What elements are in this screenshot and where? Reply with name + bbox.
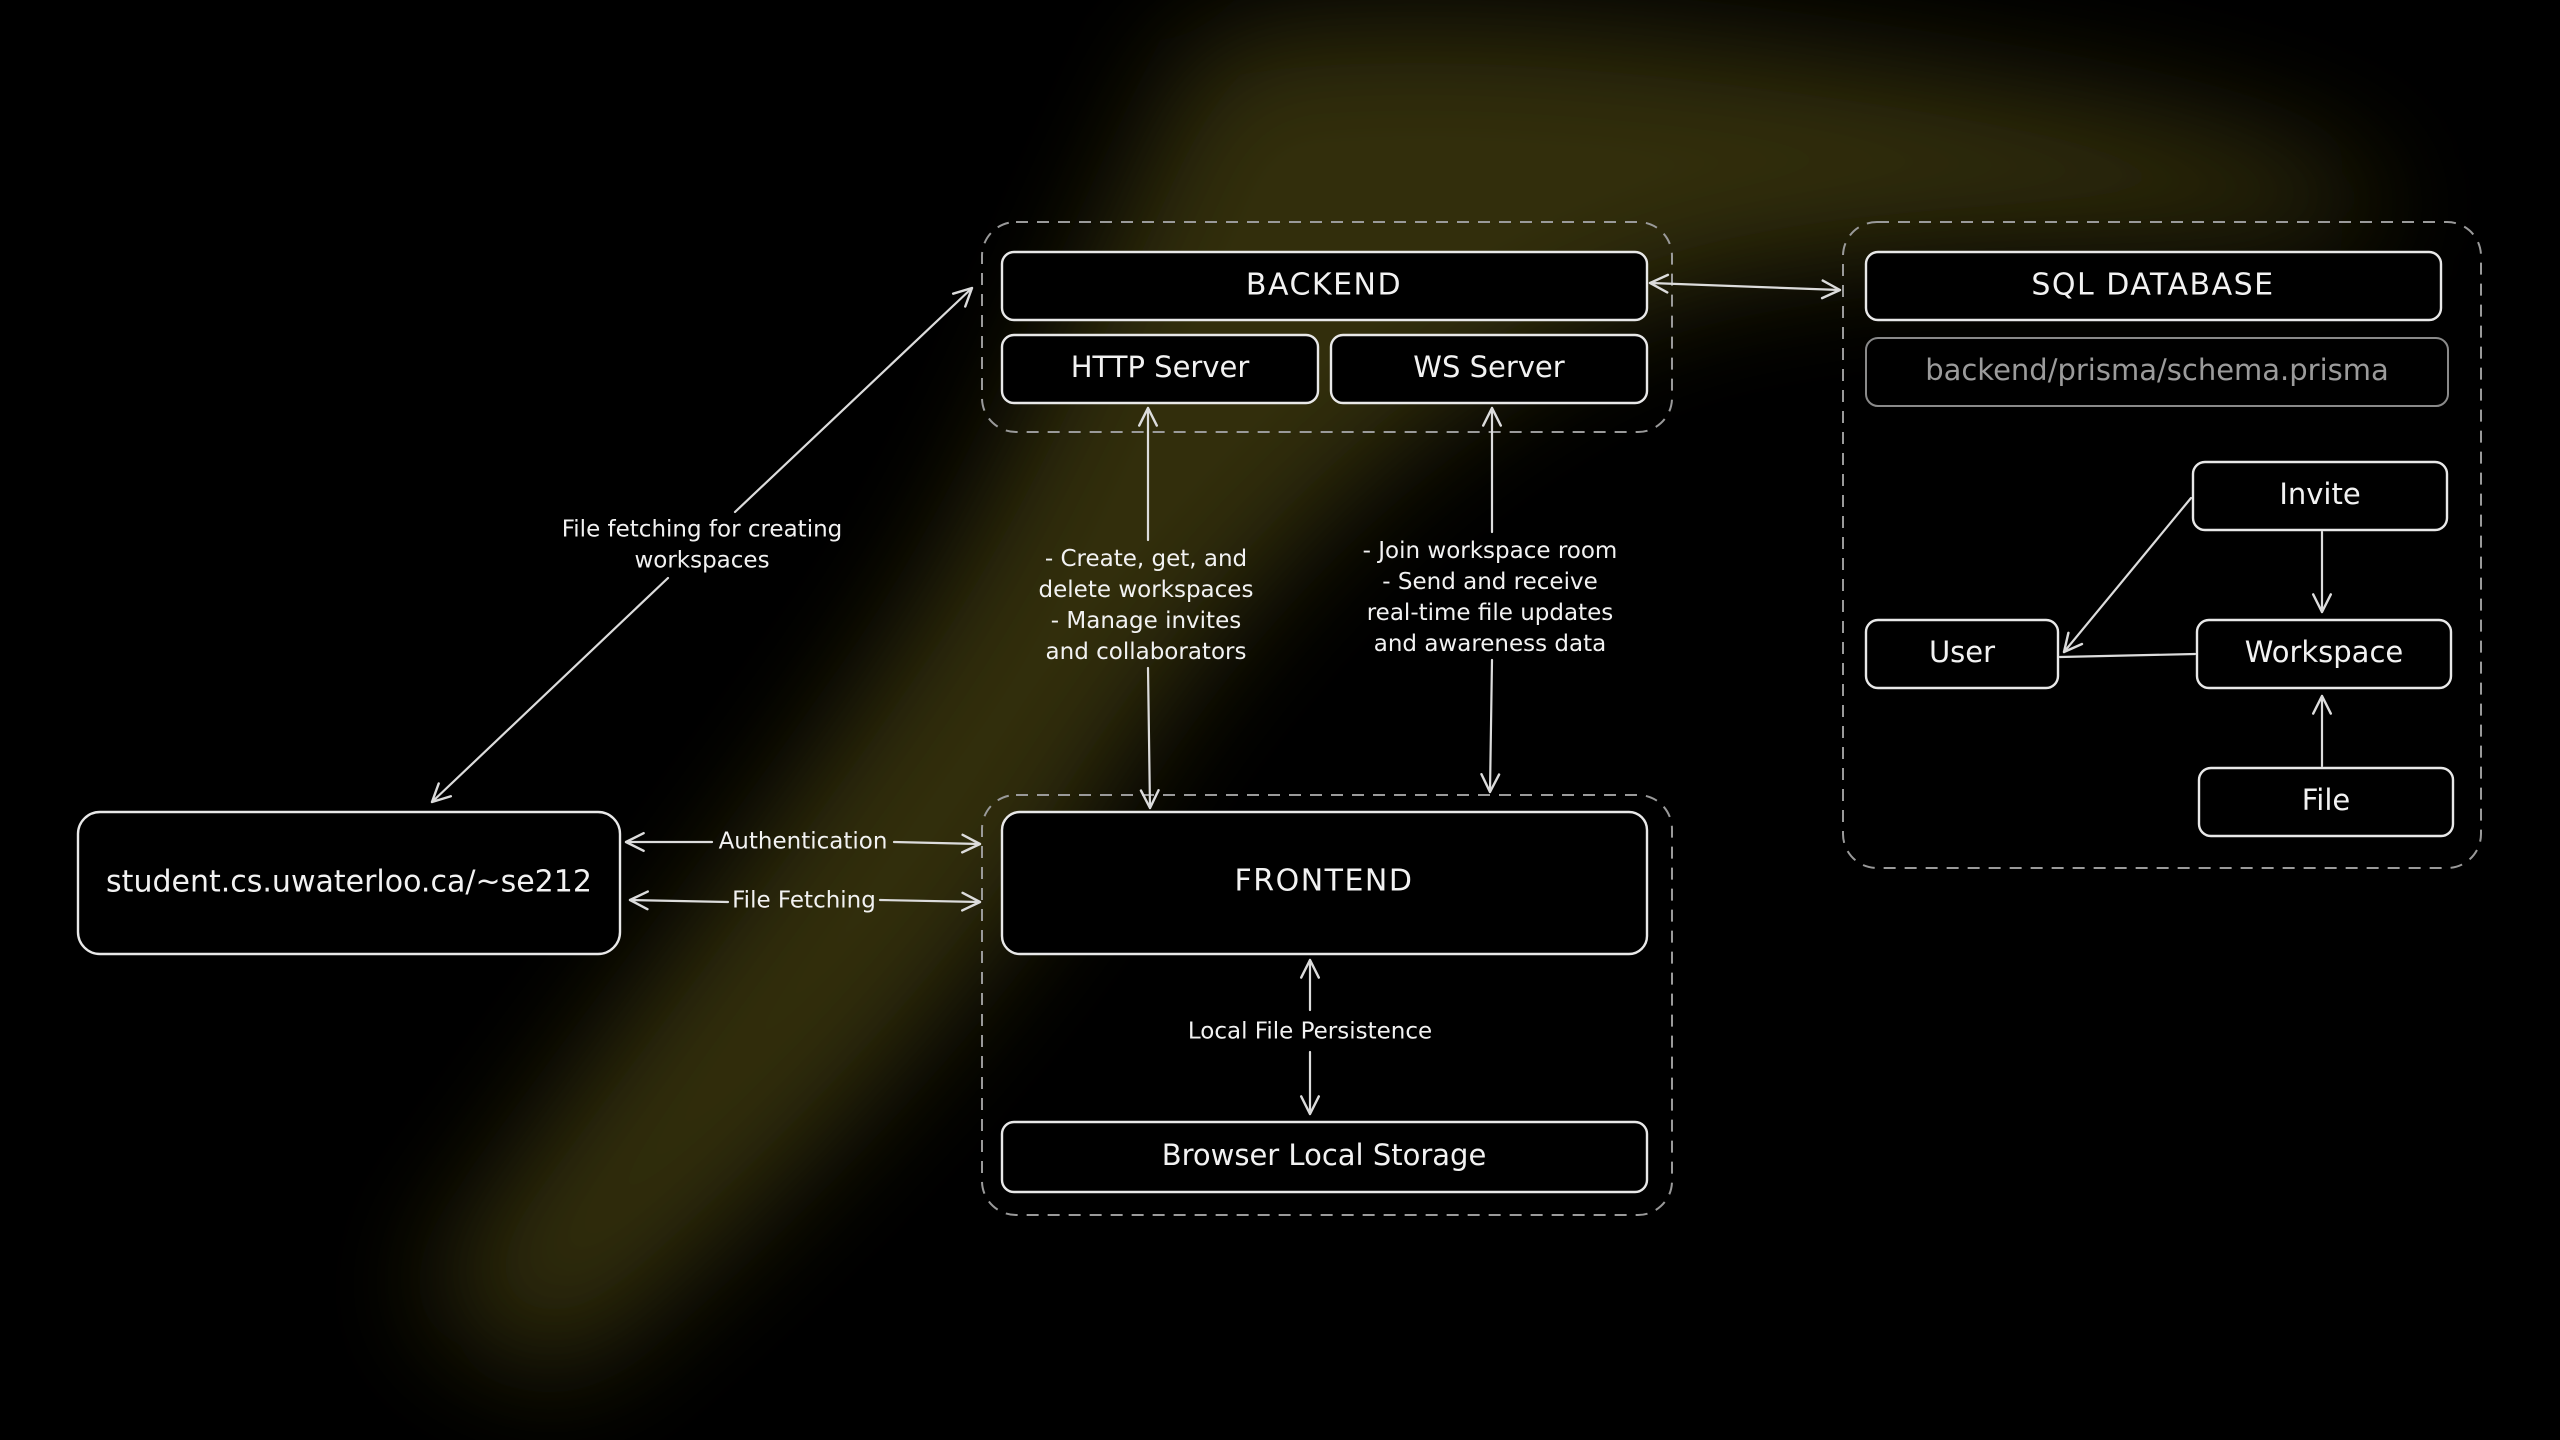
http-note-line3: - Manage invites: [1051, 608, 1241, 634]
external-site-box[interactable]: [76, 810, 622, 956]
browser-storage-box[interactable]: [1000, 1120, 1649, 1194]
workspace-label: Workspace: [2245, 635, 2404, 669]
database-box[interactable]: [1864, 250, 2443, 322]
ws-note-line1: - Join workspace room: [1363, 538, 1618, 564]
backend-database-arrow: [1648, 273, 1842, 300]
fetch-arrow-left: [628, 890, 730, 911]
frontend-title: FRONTEND: [1235, 864, 1414, 899]
http-server-label: HTTP Server: [1071, 350, 1250, 384]
database-group: [1842, 221, 2482, 869]
invite-label: Invite: [2279, 477, 2360, 511]
user-box[interactable]: [1864, 618, 2060, 690]
http-server-box[interactable]: [1000, 333, 1320, 405]
ws-note-line3: real-time file updates: [1367, 600, 1614, 626]
fetch-arrow-right: [878, 891, 982, 912]
ws-server-label: WS Server: [1413, 350, 1564, 384]
http-arrow-down: [1139, 666, 1160, 810]
persistence-label: Local File Persistence: [1188, 1019, 1432, 1045]
workspace-fetch-arrow-bottom: [430, 576, 670, 804]
fetch-label: File Fetching: [732, 888, 876, 914]
workspace-fetch-label-line2: workspaces: [634, 548, 769, 574]
backend-title: BACKEND: [1246, 268, 1402, 303]
auth-arrow-right: [892, 833, 982, 854]
schema-path-label: backend/prisma/schema.prisma: [1925, 353, 2389, 387]
workspace-fetch-label-line1: File fetching for creating: [562, 517, 843, 543]
schema-path-box[interactable]: [1865, 337, 2449, 407]
background-glow: [420, 22, 2383, 1380]
external-site-label: student.cs.uwaterloo.ca/~se212: [106, 865, 592, 900]
http-note-line1: - Create, get, and: [1045, 546, 1247, 572]
http-note-line2: delete workspaces: [1039, 577, 1254, 603]
user-workspace-line: [2058, 652, 2197, 659]
ws-arrow-down: [1480, 658, 1501, 794]
http-note-line4: and collaborators: [1046, 639, 1247, 665]
database-title: SQL DATABASE: [2031, 268, 2274, 303]
ws-server-box[interactable]: [1329, 333, 1649, 405]
frontend-group: [981, 794, 1673, 1216]
frontend-box[interactable]: [1000, 810, 1649, 956]
file-label: File: [2302, 783, 2351, 817]
backend-box[interactable]: [1000, 250, 1649, 322]
backend-group: [981, 221, 1673, 433]
browser-storage-label: Browser Local Storage: [1162, 1138, 1487, 1172]
auth-label: Authentication: [719, 829, 888, 855]
ws-note-line4: and awareness data: [1374, 631, 1607, 657]
invite-user-arrow: [2062, 496, 2193, 654]
file-box[interactable]: [2197, 766, 2455, 838]
invite-box[interactable]: [2191, 460, 2449, 532]
user-label: User: [1929, 635, 1995, 669]
workspace-box[interactable]: [2195, 618, 2453, 690]
ws-note-line2: - Send and receive: [1382, 569, 1597, 595]
workspace-fetch-arrow-top: [733, 286, 974, 514]
